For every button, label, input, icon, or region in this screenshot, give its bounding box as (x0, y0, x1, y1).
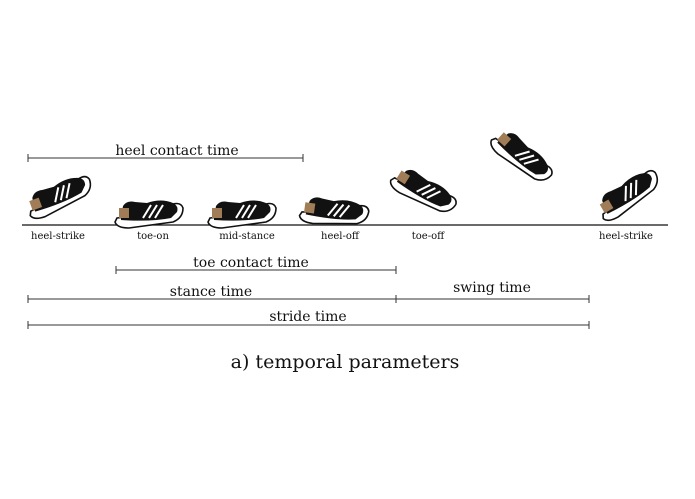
sneaker-icon (21, 171, 98, 223)
interval-stride: stride time (27, 309, 590, 329)
interval-toe-contact: toe contact time (115, 255, 397, 274)
figure-caption: a) temporal parameters (231, 351, 460, 373)
event-label-toe-on: toe-on (137, 231, 169, 242)
interval-label-heel-contact: heel contact time (115, 143, 238, 159)
sneaker-icon (486, 123, 558, 191)
interval-label-toe-contact: toe contact time (193, 255, 309, 271)
interval-label-stance: stance time (170, 284, 252, 300)
interval-swing: swing time (396, 280, 590, 303)
event-label-toe-off: toe-off (412, 231, 445, 242)
event-label-heel-off: heel-off (321, 231, 360, 242)
interval-label-stride: stride time (269, 309, 346, 325)
interval-label-swing: swing time (453, 280, 531, 296)
sneaker-icon (114, 199, 184, 229)
interval-heel-contact: heel contact time (27, 143, 304, 162)
event-label-mid-stance: mid-stance (219, 231, 275, 242)
interval-stance: stance time (27, 284, 397, 303)
event-label-heel-strike: heel-strike (31, 231, 85, 242)
sneaker-icon (591, 164, 667, 225)
sneaker-icon (207, 199, 277, 229)
event-label-heel-strike-2: heel-strike (599, 231, 653, 242)
sneaker-icon (386, 160, 461, 223)
